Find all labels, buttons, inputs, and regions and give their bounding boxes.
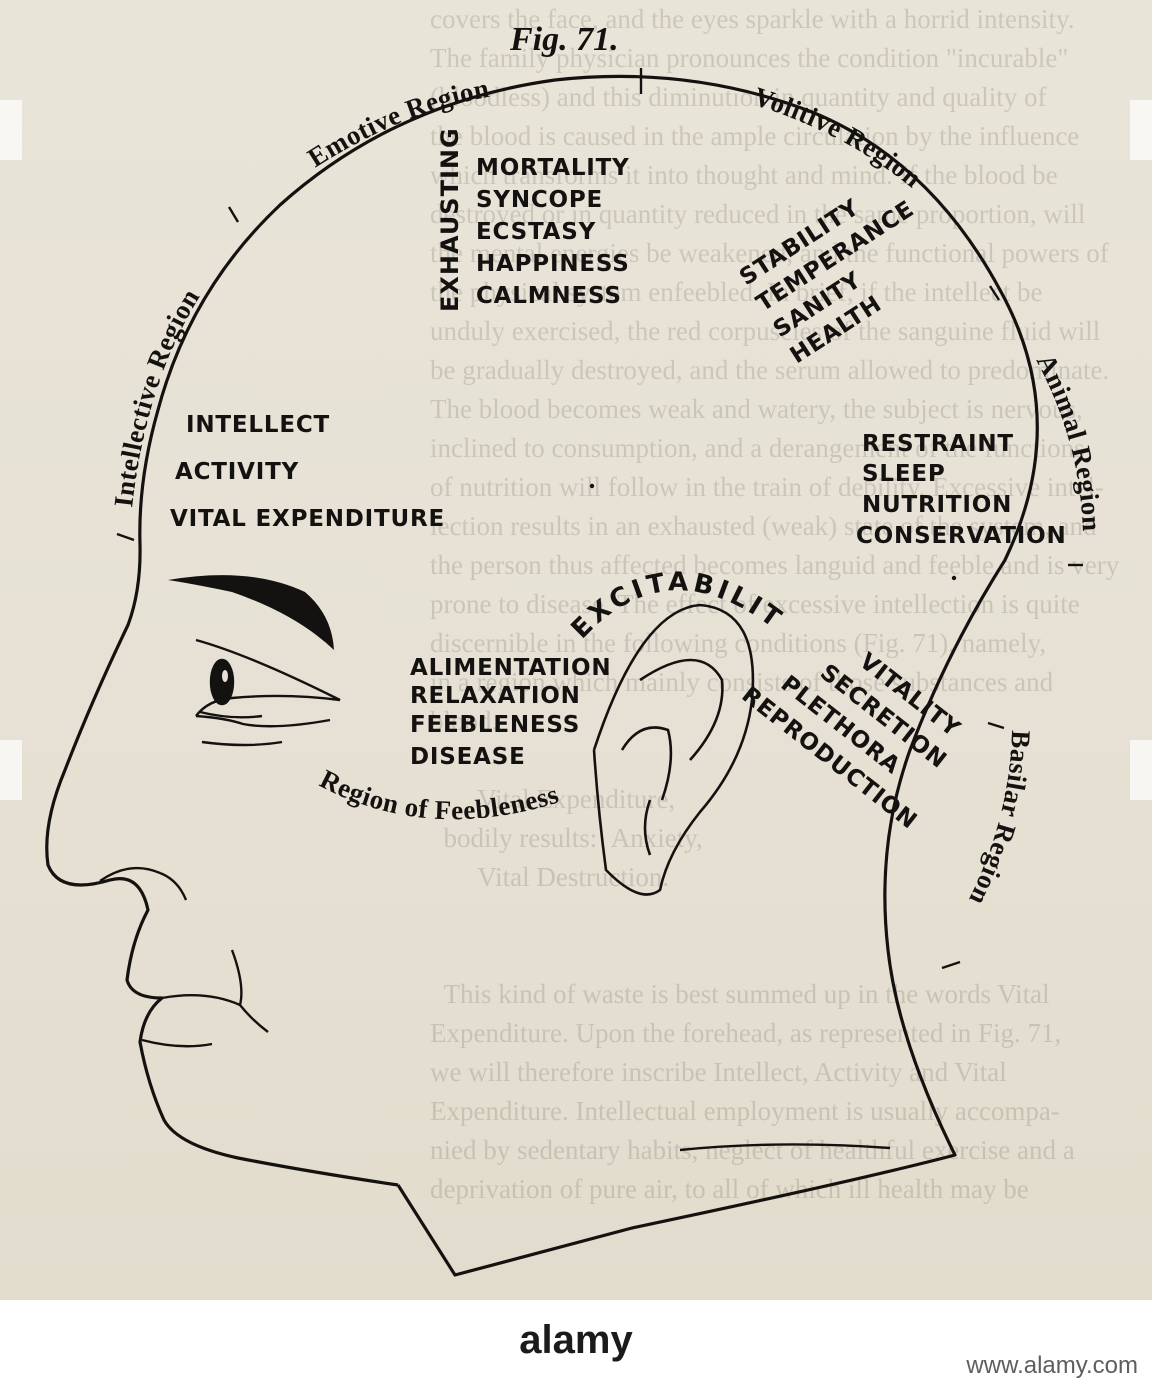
cheek-block: ALIMENTATION RELAXATION FEEBLENESS DISEA… xyxy=(410,655,611,770)
region-label-volitive: Volitive Region xyxy=(750,81,928,193)
volitive-block: STABILITY TEMPERANCE SANITY HEALTH xyxy=(735,195,919,369)
neck-details xyxy=(679,1143,891,1152)
watermark-logo: alamy xyxy=(519,1318,633,1362)
watermark-mark xyxy=(1130,740,1152,800)
forehead-block: INTELLECT ACTIVITY VITAL EXPENDITURE xyxy=(170,412,445,532)
forehead-word: INTELLECT xyxy=(186,412,330,438)
forehead-word: VITAL EXPENDITURE xyxy=(170,506,445,532)
animal-word: CONSERVATION xyxy=(856,523,1067,549)
bleed-through-text: covers the face, and the eyes sparkle wi… xyxy=(430,4,1120,1204)
region-label-feebleness: Region of Feebleness xyxy=(315,764,562,826)
crown-word: CALMNESS xyxy=(476,283,622,309)
crown-word: ECSTASY xyxy=(476,219,596,245)
dot-mark xyxy=(951,575,957,581)
crown-word: HAPPINESS xyxy=(476,251,630,277)
cheek-word: FEEBLENESS xyxy=(410,712,580,738)
watermark-mark xyxy=(0,100,22,160)
crown-word: MORTALITY xyxy=(476,155,630,181)
region-label-basilar: Basilar Region xyxy=(963,730,1036,911)
region-label-animal: Animal Region xyxy=(1031,349,1107,532)
head-diagram: Fig. 71. Emotive Region Volitive Region … xyxy=(0,0,1107,1277)
book-page: covers the face, and the eyes sparkle wi… xyxy=(0,0,1152,1300)
eyebrow xyxy=(168,575,334,650)
crown-block: MORTALITY SYNCOPE ECSTASY HAPPINESS CALM… xyxy=(476,155,630,309)
region-dividers xyxy=(116,68,1083,970)
region-label-excitability: EXCITABILITY xyxy=(0,0,789,645)
forehead-word: ACTIVITY xyxy=(175,459,299,485)
basilar-block: VITALITY SECRETION PLETHORA REPRODUCTION xyxy=(737,648,965,834)
animal-word: NUTRITION xyxy=(862,492,1012,518)
face-features xyxy=(99,866,269,1048)
watermark-footer xyxy=(0,1300,1152,1390)
animal-block: RESTRAINT SLEEP NUTRITION CONSERVATION xyxy=(856,431,1067,549)
figure-caption: Fig. 71. xyxy=(509,21,619,58)
watermark-mark xyxy=(0,740,22,800)
animal-word: SLEEP xyxy=(862,461,946,487)
animal-word: RESTRAINT xyxy=(862,431,1014,457)
dot-mark xyxy=(589,483,595,489)
cheek-word: RELAXATION xyxy=(410,683,581,709)
watermark-mark xyxy=(1130,100,1152,160)
watermark-url: www.alamy.com xyxy=(966,1352,1138,1379)
label-exhausting: EXHAUSTING xyxy=(436,127,464,312)
cheek-word: ALIMENTATION xyxy=(410,655,611,681)
head-outline xyxy=(45,74,1039,1277)
eye xyxy=(195,638,341,747)
ear xyxy=(592,603,755,896)
crown-word: SYNCOPE xyxy=(476,187,603,213)
cheek-word: DISEASE xyxy=(410,744,526,770)
